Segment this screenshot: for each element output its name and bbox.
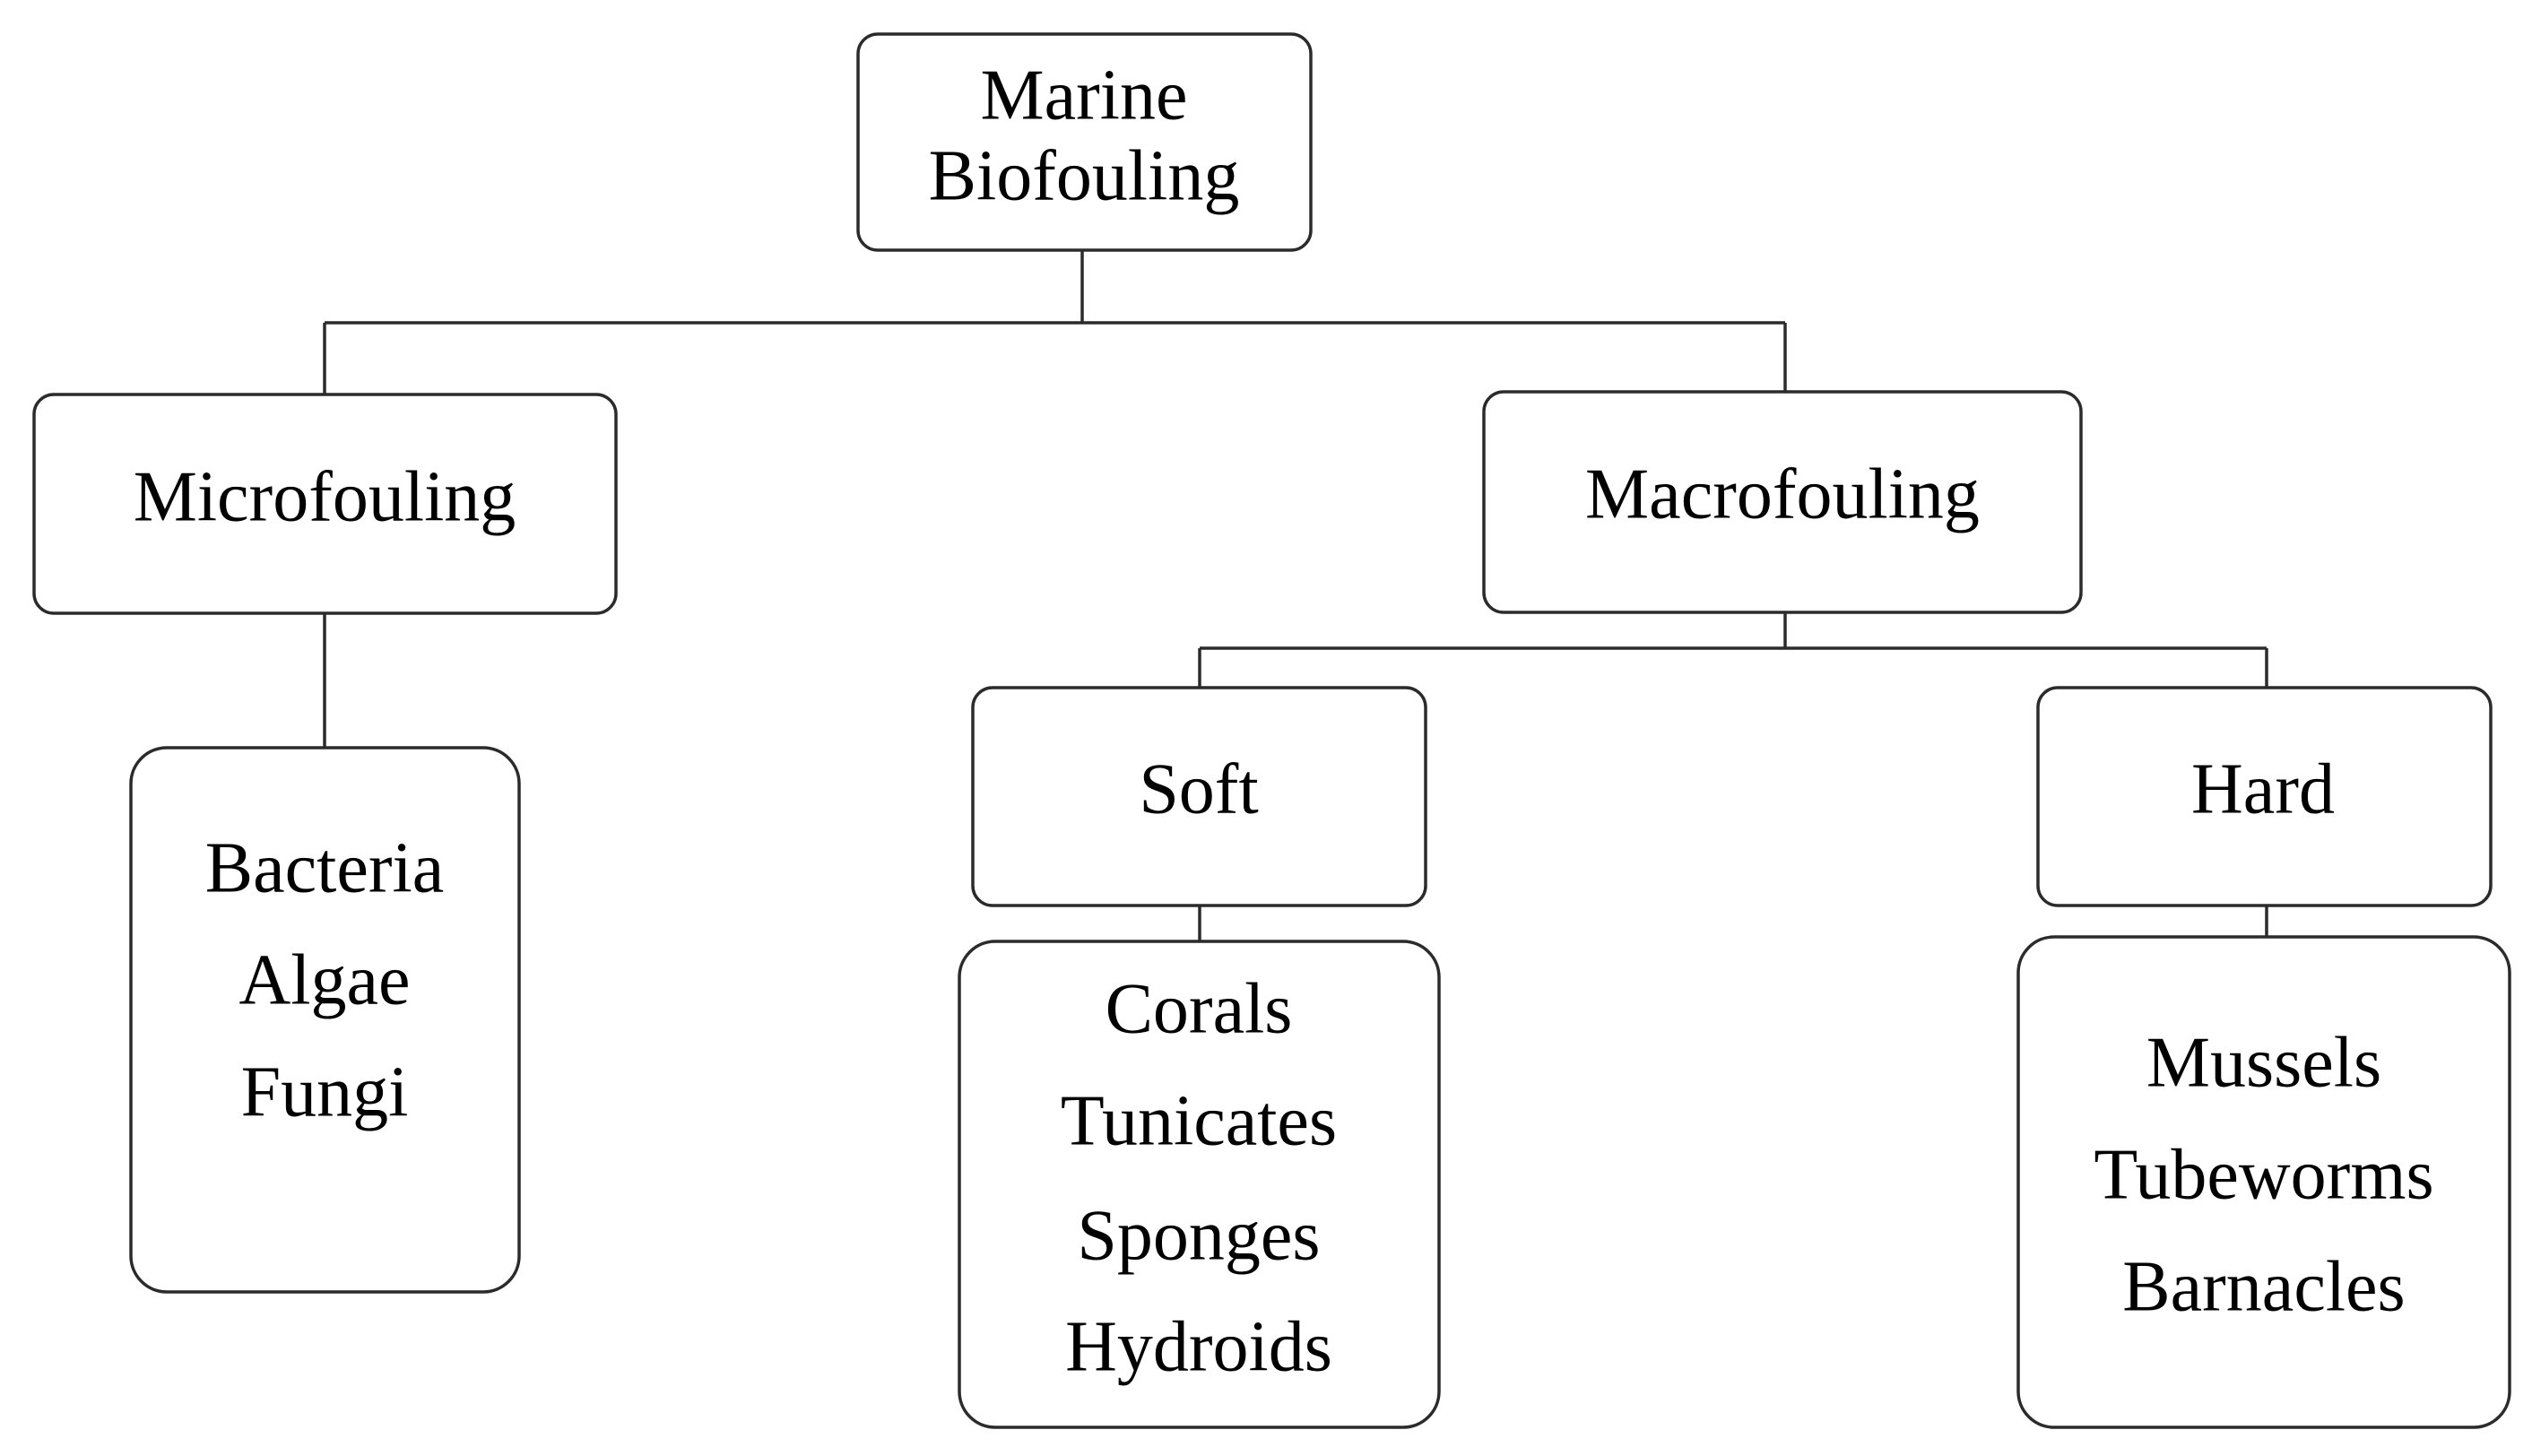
macrofouling-label: Macrofouling <box>1585 455 1980 533</box>
macrofouling-node: Macrofouling <box>1482 390 2083 614</box>
organism-barnacles: Barnacles <box>2122 1247 2405 1326</box>
organism-bacteria: Bacteria <box>205 828 444 907</box>
organism-algae: Algae <box>238 940 410 1019</box>
organism-corals: Corals <box>1106 969 1293 1048</box>
microfouling-label: Microfouling <box>134 457 516 536</box>
soft-organisms-node: Corals Tunicates Sponges Hydroids <box>958 940 1441 1429</box>
microfouling-organisms-node: Bacteria Algae Fungi <box>129 746 521 1294</box>
root-node: Marine Biofouling <box>856 32 1313 252</box>
organism-tubeworms: Tubeworms <box>2094 1135 2433 1214</box>
hard-label: Hard <box>2191 750 2335 828</box>
root-label-line-1: Marine <box>980 56 1187 134</box>
organism-hydroids: Hydroids <box>1065 1307 1332 1386</box>
root-label-line-2: Biofouling <box>929 136 1240 215</box>
soft-label: Soft <box>1139 750 1258 828</box>
soft-node: Soft <box>971 686 1427 907</box>
hard-node: Hard <box>2036 686 2493 907</box>
hard-organisms-node: Mussels Tubeworms Barnacles <box>2016 935 2511 1429</box>
connector-root-to-branches <box>323 249 1787 394</box>
microfouling-node: Microfouling <box>32 393 618 615</box>
organism-fungi: Fungi <box>241 1053 409 1131</box>
connector-macro-to-subtypes <box>1198 612 2268 688</box>
organism-mussels: Mussels <box>2146 1023 2381 1102</box>
organism-sponges: Sponges <box>1077 1196 1320 1275</box>
organism-tunicates: Tunicates <box>1061 1081 1337 1160</box>
